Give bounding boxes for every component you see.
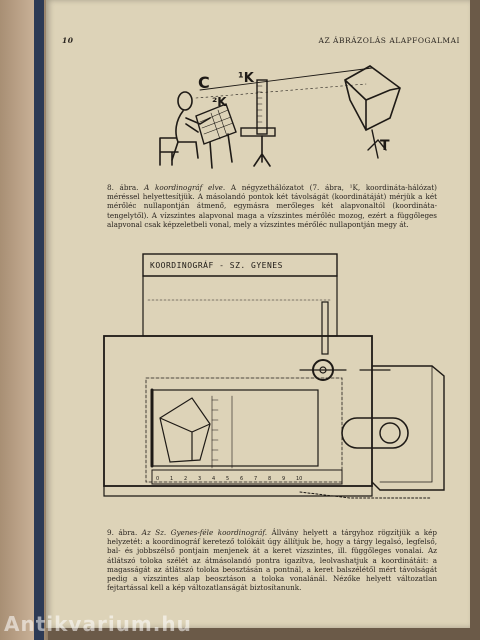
book-spine-edge — [34, 0, 44, 640]
svg-text:4: 4 — [212, 476, 215, 482]
figure-9-caption-label: 9. ábra. — [107, 528, 138, 537]
figure-8-caption: 8. ábra. A koordinográf elve. A négyzeth… — [107, 183, 437, 229]
svg-text:9: 9 — [282, 476, 285, 482]
sight-line-upper — [199, 67, 373, 91]
side-slot — [341, 417, 409, 449]
vertical-slider-rod — [321, 301, 329, 355]
svg-text:7: 7 — [254, 476, 257, 482]
measuring-ruler-vertical — [256, 79, 268, 135]
coordinograph-label: KOORDINOGRÁF - SZ. GYENES — [150, 259, 283, 270]
label-c: C — [198, 73, 210, 92]
page-number: 10 — [62, 36, 74, 45]
svg-text:3: 3 — [198, 476, 201, 482]
running-title: AZ ÁBRÁZOLÁS ALAPFOGALMAI — [318, 36, 460, 45]
figure-8-caption-label: 8. ábra. — [107, 183, 139, 192]
horizontal-scale — [151, 469, 343, 485]
drawing-board — [195, 103, 237, 145]
transparent-slider — [151, 389, 319, 467]
object-cube — [344, 65, 401, 132]
book-page — [46, 0, 470, 628]
chair — [159, 137, 179, 166]
svg-text:5: 5 — [226, 476, 229, 482]
person-head — [177, 91, 193, 111]
figure-8-caption-title: A koordinográf elve. — [144, 183, 226, 192]
svg-text:6: 6 — [240, 476, 243, 482]
figure-9-caption-title: Az Sz. Gyenes-féle koordinográf. — [141, 528, 268, 537]
label-k1: ¹K — [238, 71, 255, 86]
svg-text:0: 0 — [156, 476, 159, 482]
page-header: 10 AZ ÁBRÁZOLÁS ALAPFOGALMAI — [62, 36, 460, 50]
measuring-ruler-horizontal — [240, 127, 276, 137]
sight-line-lower — [195, 83, 367, 99]
svg-text:8: 8 — [268, 476, 271, 482]
figure-8-caption-text: A négyzethálózatot (7. ábra, ¹K, koordin… — [107, 183, 437, 229]
traced-object — [159, 397, 211, 463]
figure-9-caption: 9. ábra. Az Sz. Gyenes-féle koordinográf… — [107, 528, 437, 592]
coordinograph-base — [103, 335, 373, 487]
watermark-logo: Antikvarium.hu — [4, 612, 192, 636]
figure-9-caption-text: Állvány helyett a tárgyhoz rögzítjük a k… — [107, 528, 437, 593]
svg-text:1: 1 — [170, 476, 173, 482]
label-k2: ²K — [212, 95, 227, 109]
svg-text:10: 10 — [296, 476, 302, 482]
svg-text:2: 2 — [184, 476, 187, 482]
label-t: T — [380, 138, 390, 154]
